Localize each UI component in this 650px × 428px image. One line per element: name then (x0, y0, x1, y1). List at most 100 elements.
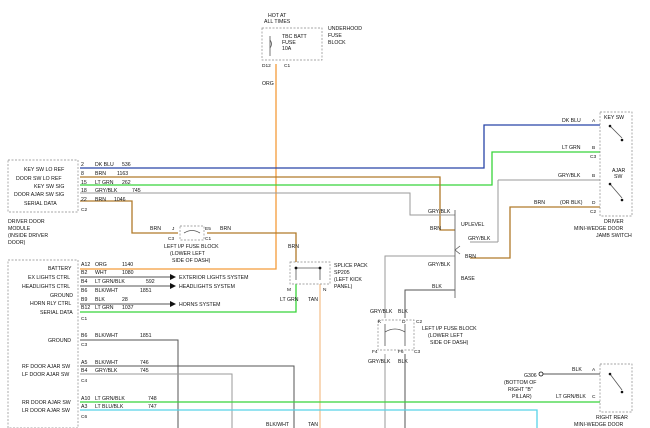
splice-label-1: SPLICE PACK (334, 263, 368, 269)
hot-label-2: ALL TIMES (264, 19, 291, 25)
svg-text:28: 28 (122, 297, 128, 303)
dest-headlights: HEADLIGHTS SYSTEM (179, 284, 235, 290)
fuse-block-name-3: BLOCK (328, 40, 346, 46)
lr-ajar-label: LR DOOR AJAR SW (22, 408, 70, 414)
svg-text:WHT: WHT (95, 270, 108, 276)
lip-fuse-bottom-box (377, 319, 415, 351)
svg-text:DK BLU: DK BLU (95, 162, 114, 168)
splice-wire-top: BRN (288, 244, 299, 250)
svg-text:536: 536 (122, 162, 131, 168)
dest-horns: HORNS SYSTEM (179, 302, 221, 308)
ground-g306-icon (538, 371, 544, 377)
lr-ajar-pin: A3 (81, 404, 87, 410)
svg-text:592: 592 (146, 279, 155, 285)
ddm-top-pins: KEY SW LO REF 2 DK BLU 536 DOOR SW LO RE… (14, 162, 141, 207)
right-rear-box (599, 363, 633, 413)
option-uplevel: UPLEVEL (461, 222, 484, 228)
svg-text:1046: 1046 (114, 197, 126, 203)
option-base: BASE (461, 276, 475, 282)
ddm-ground-pin: B6 (81, 333, 87, 339)
wire-org-battery (80, 64, 277, 270)
lf-ajar-color: GRY/BLK (95, 368, 118, 374)
splice-label-4: PANEL) (334, 284, 353, 290)
svg-text:BATTERY: BATTERY (48, 266, 72, 272)
lip-fuse-top-link-icon (183, 230, 201, 234)
lip-top-label-3: SIDE OF DASH) (172, 258, 211, 264)
rr-ajar-circuit: 748 (148, 396, 157, 402)
svg-text:B4: B4 (81, 279, 87, 285)
jamb-ajar-2: SW (614, 174, 622, 180)
svg-text:1080: 1080 (122, 270, 134, 276)
fuse-rating: 10A (282, 46, 292, 52)
splice-wire-left: LT GRN (280, 297, 299, 303)
rf-ajar-label: RF DOOR AJAR SW (22, 364, 70, 370)
rr-wire-c: LT GRN/BLK (556, 394, 586, 400)
lip-bottom-wire-right: BLK (398, 309, 408, 315)
fuse-wire-color: ORG (262, 81, 274, 87)
wire-brn-serial (80, 200, 178, 234)
rr-ajar-pin: A10 (81, 396, 90, 402)
svg-text:18: 18 (81, 188, 87, 194)
svg-text:LT GRN/BLK: LT GRN/BLK (95, 279, 125, 285)
rr-ground-3: PILLAR) (512, 394, 532, 400)
wire-gry-option (384, 255, 455, 318)
jamb-pin-b2: B (592, 173, 595, 179)
underhood-fuse-box (261, 27, 323, 61)
wire-brn-jamb (470, 206, 600, 259)
lip-top-pin-e5: E5 (205, 226, 211, 232)
ddm-c6: C6 (81, 414, 87, 420)
splice-wire-right: TAN (308, 297, 318, 303)
jamb-wire-b: LT GRN (562, 145, 581, 151)
svg-text:BRN: BRN (95, 171, 106, 177)
ddm-top-c2: C2 (81, 207, 87, 213)
jamb-c3: C3 (590, 154, 596, 160)
svg-text:1140: 1140 (122, 262, 133, 268)
arrow-hl-icon (170, 283, 176, 289)
lip-top-label-2: (LOWER LEFT (170, 251, 206, 257)
lip-top-c1: C1 (205, 236, 211, 242)
jamb-pin-d: D (592, 200, 596, 206)
rr-pin-c: C (592, 394, 596, 400)
option-base-brn: BRN (534, 200, 545, 206)
lf-ajar-pin: B4 (81, 368, 87, 374)
ddm-name-1: DRIVER DOOR (8, 219, 45, 225)
lip-fuse-top-box (179, 225, 205, 241)
svg-text:B6: B6 (81, 288, 87, 294)
svg-text:1851: 1851 (140, 288, 152, 294)
lip-bottom-c3: C3 (414, 349, 420, 355)
svg-text:BLK/WHT: BLK/WHT (95, 288, 119, 294)
svg-text:GRY/BLK: GRY/BLK (95, 188, 118, 194)
right-rear-switch-icon (609, 373, 623, 391)
fuse-pin-d12: D12 (262, 63, 271, 69)
rr-ajar-label: RR DOOR AJAR SW (22, 400, 71, 406)
svg-text:1163: 1163 (117, 171, 128, 177)
svg-text:GROUND: GROUND (50, 293, 73, 299)
ddm-c4: C4 (81, 378, 87, 384)
wire-gry-blk-ajar (80, 192, 455, 216)
rf-ajar-pin: A5 (81, 360, 87, 366)
svg-text:SERIAL DATA: SERIAL DATA (40, 310, 73, 316)
ddm-c1: C1 (81, 316, 87, 322)
lip-top-label-1: LEFT I/P FUSE BLOCK (164, 244, 219, 250)
wire-lt-blu-blk-747 (80, 409, 538, 428)
fuse-name-2: FUSE (282, 40, 296, 46)
lip-top-wire-left: BRN (150, 226, 161, 232)
rr-name-1: RIGHT REAR (596, 415, 628, 421)
lip-bottom-below-right: BLK (398, 359, 408, 365)
arrow-ext-icon (170, 274, 176, 280)
lip-bottom-label-2: (LOWER LEFT (428, 333, 464, 339)
lip-top-wire-right: BRN (220, 226, 231, 232)
lip-bottom-wire-left: GRY/BLK (370, 309, 393, 315)
svg-text:8: 8 (81, 171, 84, 177)
option-mid-grykblk: GRY/BLK (468, 236, 491, 242)
rr-wire-a: BLK (572, 367, 582, 373)
ddm-top-box (7, 159, 79, 213)
rr-pin-a: A (592, 367, 596, 373)
option-base-blk: BLK (432, 284, 442, 290)
jamb-name-1: DRIVER (604, 219, 624, 225)
rf-ajar-circuit: 746 (140, 360, 149, 366)
jamb-name-2: MINI-WEDGE DOOR (574, 226, 624, 232)
splice-label-2: SP205 (334, 270, 350, 276)
lr-ajar-color: LT BLU/BLK (95, 404, 124, 410)
